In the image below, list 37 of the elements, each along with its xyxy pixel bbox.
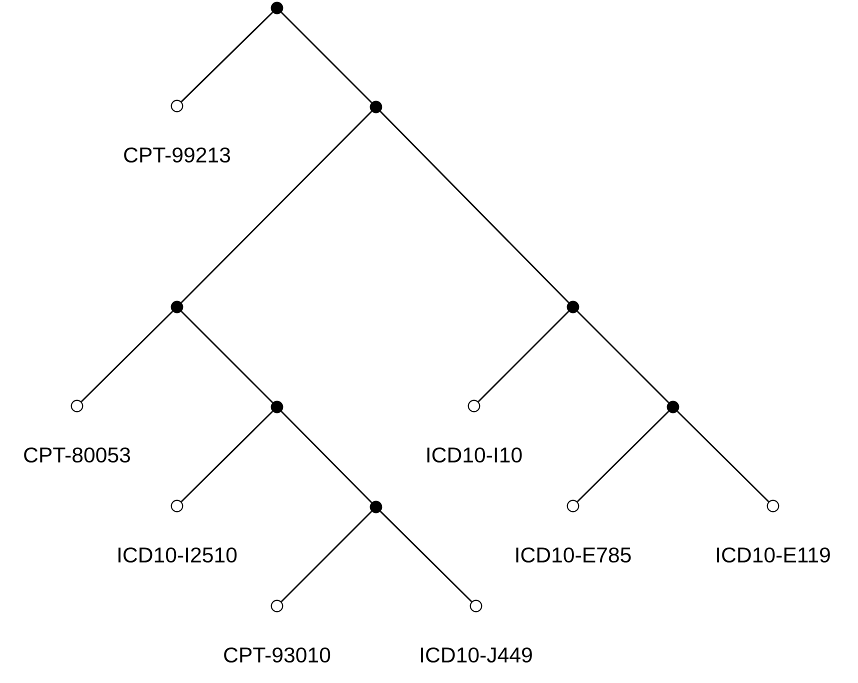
leaf-circle <box>170 500 184 512</box>
branch-dot <box>270 400 284 414</box>
edge-line <box>676 410 770 502</box>
edge-line <box>280 12 372 104</box>
edge-line <box>180 12 274 102</box>
branch-dot <box>666 400 680 414</box>
edge-line <box>180 310 274 404</box>
leaf-label: CPT-80053 <box>24 447 130 463</box>
leaf-circle <box>470 600 482 612</box>
leaf-circle <box>766 500 780 512</box>
edge-line <box>576 410 670 502</box>
edge-line <box>180 110 372 304</box>
edge-line <box>576 310 670 404</box>
edge-line <box>280 410 372 504</box>
edge-line <box>380 510 472 602</box>
leaf-circle <box>566 500 580 512</box>
edge-line <box>380 110 570 304</box>
branch-dot <box>370 100 382 114</box>
leaf-label: ICD10-E785 <box>516 547 631 563</box>
leaf-label: CPT-93010 <box>224 647 330 663</box>
edge-line <box>80 310 174 402</box>
leaf-circle <box>70 400 84 412</box>
leaf-circle <box>468 400 480 412</box>
leaf-label: ICD10-I2510 <box>118 547 237 563</box>
leaf-label: CPT-99213 <box>124 147 230 163</box>
edge-line <box>280 510 372 602</box>
leaf-circle <box>170 100 184 112</box>
branch-dot <box>270 2 284 14</box>
leaf-label: ICD10-E119 <box>717 547 830 563</box>
branch-dot <box>566 300 580 314</box>
edge-line <box>478 310 570 402</box>
leaf-label: ICD10-J449 <box>421 647 532 663</box>
branch-dot <box>170 300 184 314</box>
leaf-circle <box>270 600 284 612</box>
branch-dot <box>370 500 382 514</box>
edge-line <box>180 410 274 502</box>
leaf-label: ICD10-I10 <box>427 447 522 463</box>
